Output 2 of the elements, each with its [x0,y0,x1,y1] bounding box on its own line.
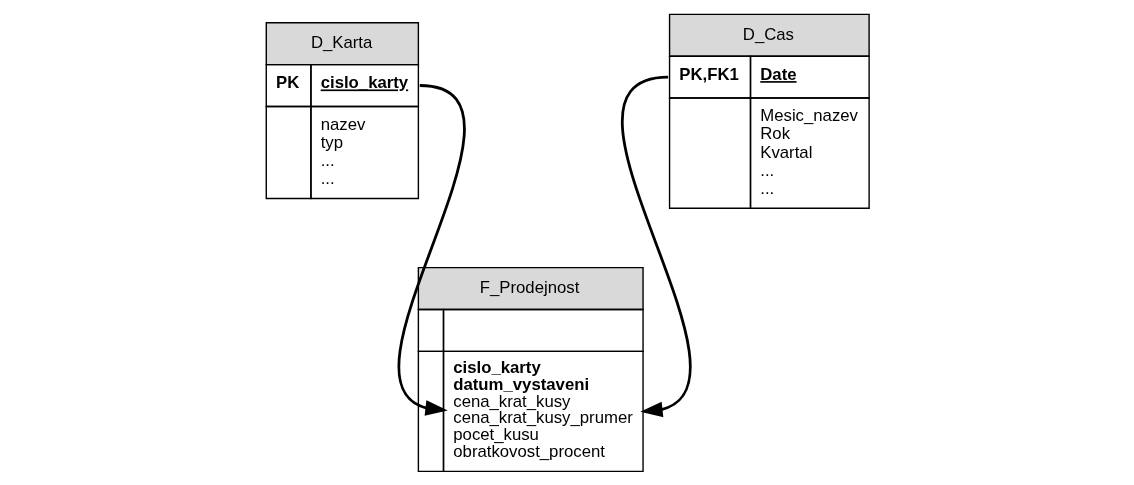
arrow [397,84,466,416]
arrow [621,75,692,418]
